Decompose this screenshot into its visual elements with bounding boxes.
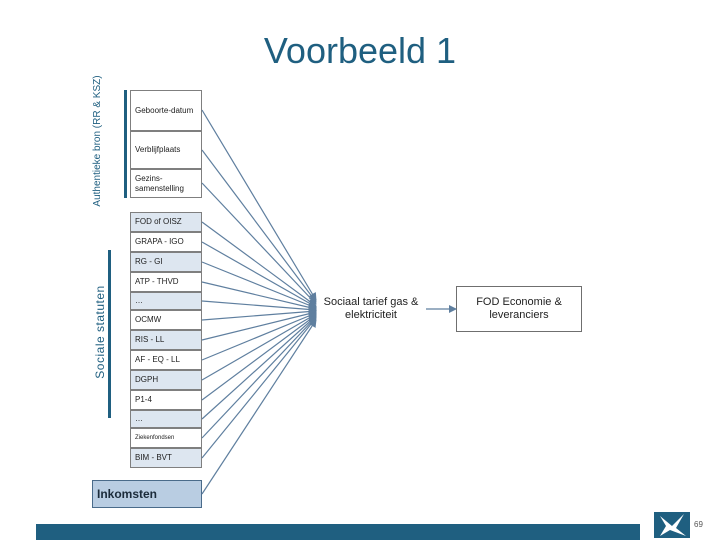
statute-box: OCMW xyxy=(130,310,202,330)
footer-bar xyxy=(36,524,640,540)
statute-box: ATP - THVD xyxy=(130,272,202,292)
arrow xyxy=(201,221,317,307)
statute-box: RG - GI xyxy=(130,252,202,272)
statute-label: Ziekenfondsen xyxy=(135,435,175,441)
source-box-residence: Verblijfplaats xyxy=(130,131,202,169)
statute-label: … xyxy=(135,296,143,305)
statute-box: DGPH xyxy=(130,370,202,390)
arrow xyxy=(201,319,317,495)
source-label: Geboorte-datum xyxy=(135,105,194,115)
arrow xyxy=(201,307,317,321)
slide-title: Voorbeeld 1 xyxy=(263,30,457,71)
statute-box: P1-4 xyxy=(130,390,202,410)
arrow xyxy=(201,182,317,305)
statute-box: … xyxy=(130,292,202,310)
belgium-logo-icon xyxy=(654,512,690,538)
statute-label: BIM - BVT xyxy=(135,453,172,462)
statute-label: AF - EQ - LL xyxy=(135,355,180,364)
arrow xyxy=(201,109,317,301)
arrow xyxy=(201,261,317,310)
statute-box: AF - EQ - LL xyxy=(130,350,202,370)
statute-box: Ziekenfondsen xyxy=(130,428,202,448)
statute-label: GRAPA - IGO xyxy=(135,237,184,246)
source-box-birthdate: Geboorte-datum xyxy=(130,90,202,131)
statute-box: GRAPA - IGO xyxy=(130,232,202,252)
auth-bracket xyxy=(124,90,127,198)
statute-label: ATP - THVD xyxy=(135,277,179,286)
arrow xyxy=(201,311,317,361)
page-number: 69 xyxy=(694,520,703,529)
arrow xyxy=(201,316,317,439)
source-label: Gezins-samenstelling xyxy=(135,173,184,193)
arrow xyxy=(201,300,317,314)
fod-economy-node: FOD Economie & leveranciers xyxy=(456,286,582,332)
statute-label: RG - GI xyxy=(135,257,163,266)
statute-label: RIS - LL xyxy=(135,335,165,344)
statute-box: … xyxy=(130,410,202,428)
arrow xyxy=(201,281,317,312)
statute-box: RIS - LL xyxy=(130,330,202,350)
statute-label: P1-4 xyxy=(135,395,152,404)
statute-label: … xyxy=(135,414,143,423)
social-bracket xyxy=(108,250,111,418)
arrow xyxy=(201,149,317,303)
arrow xyxy=(201,241,317,308)
income-box: Inkomsten xyxy=(92,480,202,508)
arrow xyxy=(201,317,317,459)
arrow xyxy=(201,313,317,381)
statute-label: FOD of OISZ xyxy=(135,217,182,226)
source-label: Verblijfplaats xyxy=(135,145,181,154)
arrow xyxy=(201,315,317,420)
statute-box: BIM - BVT xyxy=(130,448,202,468)
statute-label: DGPH xyxy=(135,375,159,384)
arrow xyxy=(201,314,317,401)
arrow xyxy=(201,309,317,341)
source-box-household: Gezins-samenstelling xyxy=(130,169,202,198)
statute-label: OCMW xyxy=(135,315,162,324)
statute-box: FOD of OISZ xyxy=(130,212,202,232)
social-tariff-node: Sociaal tarief gas & elektriciteit xyxy=(323,296,419,321)
